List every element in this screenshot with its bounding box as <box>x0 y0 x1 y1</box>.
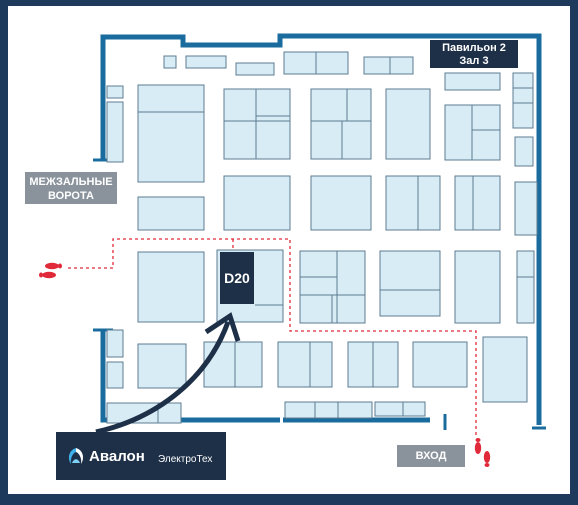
sponsor-badge: Авалон ЭлектроТех <box>56 432 226 480</box>
gate-line-1: МЕЖЗАЛЬНЫЕ <box>29 176 113 188</box>
wall-left-lower <box>100 330 280 423</box>
avalon-logo-icon <box>68 448 84 464</box>
booth-number: D20 <box>224 270 250 286</box>
inter-hall-gate-label: МЕЖЗАЛЬНЫЕ ВОРОТА <box>25 172 117 204</box>
gate-line-2: ВОРОТА <box>48 190 94 202</box>
visitor-route <box>68 238 477 436</box>
wall-top <box>100 33 542 425</box>
highlighted-booth-d20 <box>220 252 254 304</box>
footprints-icon <box>39 262 62 279</box>
pavilion-name: Павильон 2 <box>442 42 506 54</box>
hall-walls <box>100 33 542 425</box>
booths <box>106 51 538 424</box>
sponsor-suffix: ЭлектроТех <box>158 454 213 465</box>
footprints-entrance-icon <box>474 438 491 467</box>
entrance-label: ВХОД <box>397 445 465 467</box>
sponsor-name: Авалон <box>89 448 145 465</box>
curved-arrow-icon <box>95 312 241 435</box>
room-name: Зал 3 <box>459 55 489 67</box>
hall-label: Павильон 2 Зал 3 <box>430 40 518 68</box>
